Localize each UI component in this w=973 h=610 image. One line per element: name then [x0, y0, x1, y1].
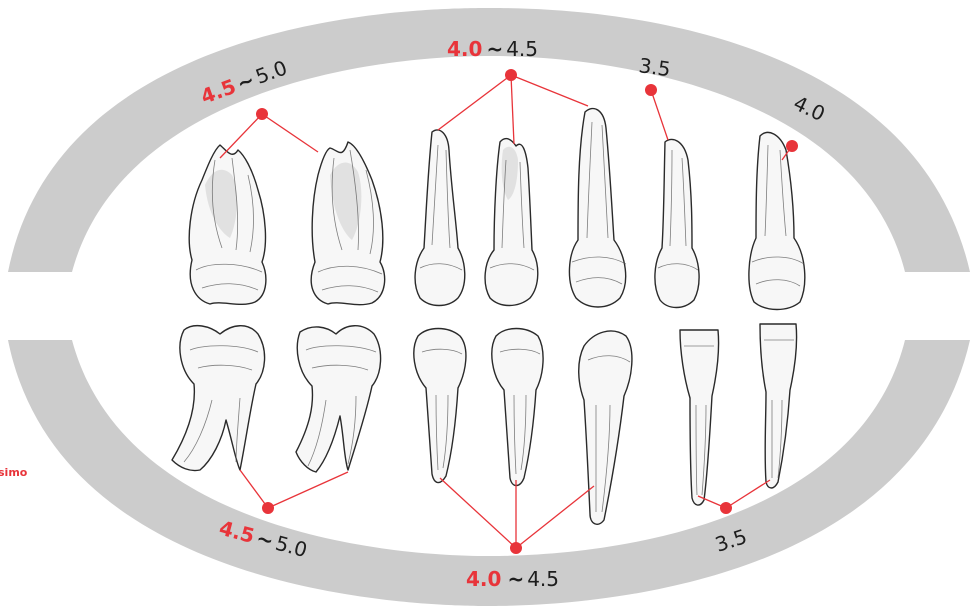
lower-premolar-canine-marker-dot: [510, 542, 522, 554]
lower-molar-1-icon: [172, 326, 265, 471]
lower-molar-leader: [240, 470, 348, 514]
upper-premolar-canine-marker-dot: [505, 69, 517, 81]
upper-premolar-canine-leader: [438, 69, 588, 144]
upper-molar-2-icon: [311, 142, 384, 305]
lower-premolar-canine-leader: [440, 478, 594, 554]
upper-premolar-2-icon: [485, 139, 538, 306]
lower-lateral-incisor-icon: [680, 330, 719, 505]
lower-canine-icon: [579, 331, 632, 524]
upper-molar-marker-dot: [256, 108, 268, 120]
lower-premolar-canine-label: 4.0~4.5: [466, 567, 559, 591]
lower-incisor-marker-dot: [720, 502, 732, 514]
upper-molar-1-icon: [189, 145, 266, 304]
lower-central-incisor-icon: [760, 324, 797, 488]
upper-canine-icon: [569, 109, 626, 307]
upper-premolar-1-icon: [415, 130, 465, 305]
upper-lateral-marker-dot: [645, 84, 657, 96]
upper-molar-leader: [220, 108, 318, 158]
upper-central-marker-dot: [786, 140, 798, 152]
upper-lateral-label: 3.5: [637, 53, 672, 81]
lower-premolar-2-icon: [492, 329, 543, 486]
upper-central-incisor-icon: [749, 132, 805, 309]
upper-lateral-leader: [645, 84, 668, 140]
lower-molar-2-icon: [296, 326, 381, 472]
lower-molar-marker-dot: [262, 502, 274, 514]
upper-lateral-incisor-icon: [655, 139, 699, 307]
side-caption: simo: [0, 466, 28, 479]
upper-premolar-canine-label: 4.0~4.5: [447, 37, 538, 61]
lower-premolar-1-icon: [414, 329, 466, 483]
